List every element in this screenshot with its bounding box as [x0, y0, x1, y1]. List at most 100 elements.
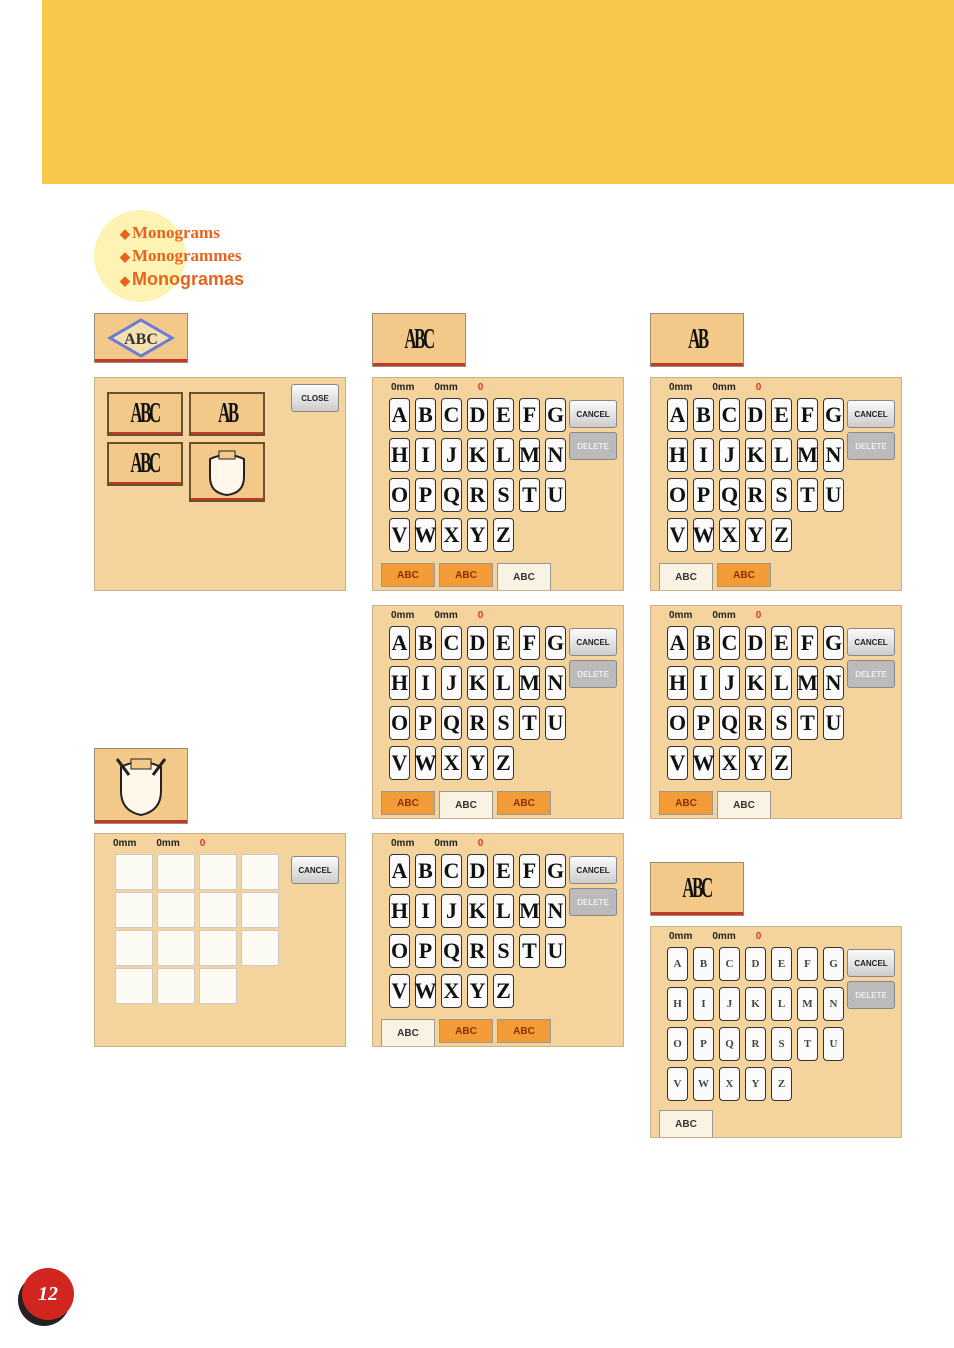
- letter-key[interactable]: R: [745, 1027, 766, 1061]
- letter-key[interactable]: C: [719, 626, 740, 660]
- letter-key[interactable]: N: [545, 894, 566, 928]
- letter-key[interactable]: G: [545, 398, 566, 432]
- letter-key[interactable]: L: [493, 894, 514, 928]
- letter-key[interactable]: F: [797, 947, 818, 981]
- letter-key[interactable]: Z: [493, 518, 514, 552]
- style-tab[interactable]: ABC: [717, 791, 771, 818]
- letter-key[interactable]: S: [493, 478, 514, 512]
- letter-key[interactable]: H: [667, 987, 688, 1021]
- letter-key[interactable]: S: [771, 706, 792, 740]
- letter-key[interactable]: T: [519, 478, 540, 512]
- letter-key[interactable]: F: [519, 626, 540, 660]
- menu-plain-letter-button[interactable]: ABC: [107, 442, 183, 486]
- cancel-button[interactable]: CANCEL: [291, 856, 339, 884]
- letter-key[interactable]: U: [545, 706, 566, 740]
- letter-key[interactable]: J: [719, 438, 740, 472]
- letter-key[interactable]: F: [519, 398, 540, 432]
- letter-key[interactable]: W: [415, 974, 437, 1008]
- letter-key[interactable]: O: [389, 478, 410, 512]
- letter-key[interactable]: B: [415, 626, 436, 660]
- letter-key[interactable]: A: [389, 398, 410, 432]
- letter-key[interactable]: D: [467, 626, 488, 660]
- letter-key[interactable]: D: [467, 398, 488, 432]
- cancel-button[interactable]: CANCEL: [847, 400, 895, 428]
- letter-key[interactable]: E: [771, 626, 792, 660]
- letter-key[interactable]: I: [415, 666, 436, 700]
- letter-key[interactable]: H: [667, 438, 688, 472]
- letter-key[interactable]: O: [667, 1027, 688, 1061]
- letter-key[interactable]: I: [415, 438, 436, 472]
- letter-key[interactable]: Q: [441, 478, 462, 512]
- letter-key[interactable]: J: [719, 987, 740, 1021]
- letter-key[interactable]: K: [467, 438, 488, 472]
- frame-option[interactable]: [115, 968, 153, 1004]
- letter-key[interactable]: G: [545, 854, 566, 888]
- letter-key[interactable]: S: [771, 1027, 792, 1061]
- style-tab[interactable]: ABC: [439, 563, 493, 587]
- style-tab[interactable]: ABC: [659, 1110, 713, 1137]
- letter-key[interactable]: E: [493, 854, 514, 888]
- letter-key[interactable]: U: [823, 706, 844, 740]
- style-tab[interactable]: ABC: [381, 1019, 435, 1046]
- delete-button[interactable]: DELETE: [569, 888, 617, 916]
- letter-key[interactable]: I: [693, 666, 714, 700]
- letter-key[interactable]: R: [467, 478, 488, 512]
- letter-key[interactable]: E: [493, 626, 514, 660]
- letter-key[interactable]: T: [519, 706, 540, 740]
- letter-key[interactable]: V: [667, 518, 688, 552]
- letter-key[interactable]: S: [771, 478, 792, 512]
- letter-key[interactable]: M: [797, 987, 818, 1021]
- frame-option[interactable]: [199, 892, 237, 928]
- letter-key[interactable]: G: [823, 626, 844, 660]
- style-tab[interactable]: ABC: [497, 791, 551, 815]
- letter-key[interactable]: D: [745, 626, 766, 660]
- letter-key[interactable]: L: [771, 987, 792, 1021]
- letter-key[interactable]: O: [667, 478, 688, 512]
- letter-key[interactable]: W: [415, 746, 437, 780]
- letter-key[interactable]: M: [519, 894, 540, 928]
- frame-option[interactable]: [115, 892, 153, 928]
- letter-key[interactable]: X: [719, 518, 740, 552]
- letter-key[interactable]: D: [745, 398, 766, 432]
- letter-key[interactable]: F: [797, 626, 818, 660]
- letter-key[interactable]: R: [745, 706, 766, 740]
- letter-key[interactable]: P: [693, 478, 714, 512]
- letter-key[interactable]: B: [693, 398, 714, 432]
- letter-key[interactable]: Q: [441, 934, 462, 968]
- letter-key[interactable]: C: [441, 626, 462, 660]
- letter-key[interactable]: S: [493, 706, 514, 740]
- letter-key[interactable]: O: [389, 934, 410, 968]
- letter-key[interactable]: X: [441, 974, 462, 1008]
- letter-key[interactable]: V: [389, 746, 410, 780]
- letter-key[interactable]: Y: [467, 746, 488, 780]
- letter-key[interactable]: J: [441, 438, 462, 472]
- frame-option[interactable]: [115, 930, 153, 966]
- frame-option[interactable]: [157, 892, 195, 928]
- letter-key[interactable]: J: [441, 894, 462, 928]
- style-tab[interactable]: ABC: [381, 563, 435, 587]
- letter-key[interactable]: K: [745, 666, 766, 700]
- letter-key[interactable]: H: [389, 438, 410, 472]
- letter-key[interactable]: H: [389, 894, 410, 928]
- letter-key[interactable]: V: [667, 746, 688, 780]
- letter-key[interactable]: V: [389, 518, 410, 552]
- letter-key[interactable]: C: [441, 398, 462, 432]
- letter-key[interactable]: P: [415, 478, 436, 512]
- cancel-button[interactable]: CANCEL: [569, 856, 617, 884]
- letter-key[interactable]: M: [797, 666, 818, 700]
- letter-key[interactable]: M: [519, 666, 540, 700]
- letter-key[interactable]: K: [745, 987, 766, 1021]
- letter-key[interactable]: X: [719, 746, 740, 780]
- letter-key[interactable]: T: [797, 478, 818, 512]
- letter-key[interactable]: T: [797, 1027, 818, 1061]
- style-tab[interactable]: ABC: [381, 791, 435, 815]
- letter-key[interactable]: B: [693, 626, 714, 660]
- letter-key[interactable]: U: [545, 934, 566, 968]
- letter-key[interactable]: P: [693, 706, 714, 740]
- letter-key[interactable]: A: [667, 398, 688, 432]
- letter-key[interactable]: F: [797, 398, 818, 432]
- letter-key[interactable]: B: [415, 398, 436, 432]
- shield-frame-icon[interactable]: [94, 748, 188, 824]
- style-tab[interactable]: ABC: [659, 563, 713, 590]
- letter-key[interactable]: N: [545, 666, 566, 700]
